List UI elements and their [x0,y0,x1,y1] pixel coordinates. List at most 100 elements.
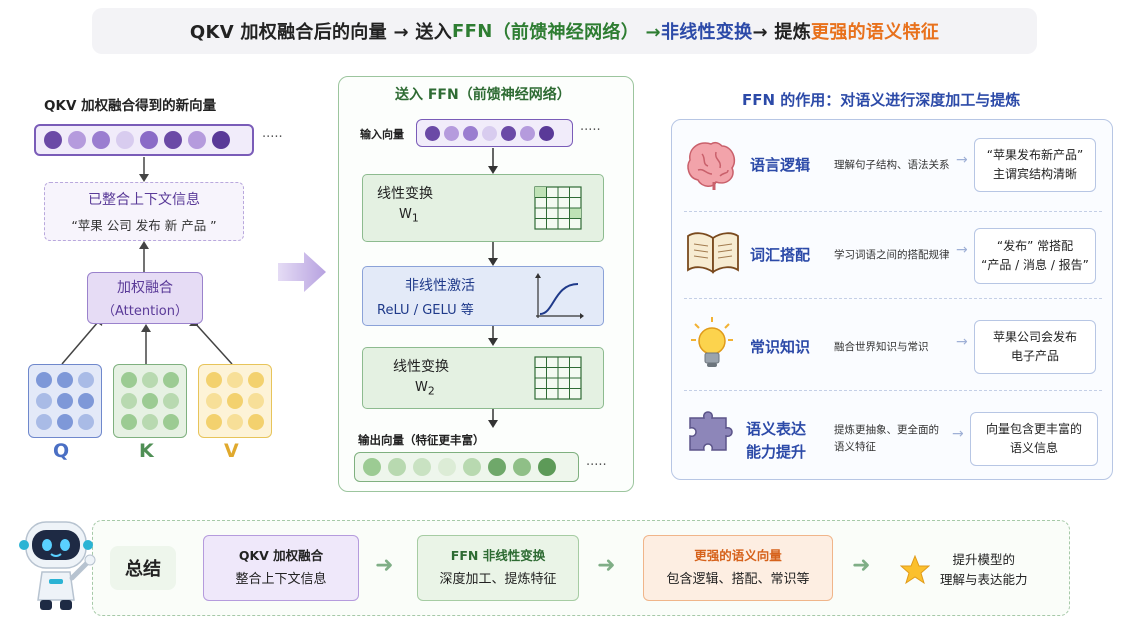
role-knowledge-title: 常识知识 [750,338,811,356]
summary-label: 总结 [110,546,176,590]
k-dot [163,393,179,409]
title-part1: QKV 加权融合后的向量 → 送入 [189,22,453,43]
weight-matrix-icon [534,356,582,400]
vector-dot [425,125,440,141]
v-matrix [198,364,272,438]
ffn-arrows [488,148,498,428]
q-dot [78,393,94,409]
vector-dot [463,458,481,476]
divider [684,390,1102,391]
summary-step-sub: 整合上下文信息 [235,571,327,587]
k-matrix [113,364,187,438]
attention-box: 加权融合 （Attention） [87,272,203,324]
linear2-title: 线性变换 [393,359,449,375]
example-line: “苹果发布新产品” [986,147,1084,162]
arrow-icon: ➜ [375,553,394,578]
role-expression-title: 语义表达 [746,420,807,438]
weight-matrix-icon [534,186,582,230]
ellipsis: ····· [262,130,283,145]
q-label: Q [53,440,70,462]
title-ffn: FFN [452,20,493,42]
example-line: 苹果公司会发布 [992,329,1077,344]
activation-sub: ReLU / GELU 等 [377,303,474,318]
vector-dot [363,458,381,476]
vector-dot [92,131,110,149]
input-vector [416,119,573,147]
ffn-title: 送入 FFN（前馈神经网络） [395,87,571,103]
ellipsis: ····· [580,123,601,138]
q-dot [36,393,52,409]
context-info-box: 已整合上下文信息 “苹果 公司 发布 新 产品 ” [44,182,244,241]
summary-step-qkv: QKV 加权融合 整合上下文信息 [203,535,359,601]
summary-step-sub: 包含逻辑、搭配、常识等 [666,571,810,587]
summary-step-semantic: 更强的语义向量 包含逻辑、搭配、常识等 [643,535,833,601]
role-logic-title: 语言逻辑 [750,156,811,174]
k-dot [163,372,179,388]
vector-dot [444,125,459,141]
v-dot [227,372,243,388]
v-dot [248,393,264,409]
q-dot [36,414,52,430]
vector-dot [140,131,158,149]
context-title: 已整合上下文信息 [88,192,200,208]
puzzle-icon [689,411,733,451]
k-dot [121,414,137,430]
context-example: “苹果 公司 发布 新 产品 ” [71,218,217,233]
k-label: K [139,440,154,462]
example-line: “产品 / 消息 / 报告” [981,258,1089,272]
divider [684,211,1102,212]
q-matrix [28,364,102,438]
robot-icon [19,521,96,610]
w1-subscript: 1 [411,211,419,225]
arrow-icon: ➜ [852,553,871,578]
v-dot [206,393,222,409]
role-knowledge-example: 苹果公司会发布 电子产品 [974,320,1096,374]
role-knowledge-desc: 融合世界知识与常识 [834,341,929,353]
arrow-icon: → [956,152,968,168]
k-dot [142,372,158,388]
role-vocab-title: 词汇搭配 [750,246,811,264]
q-dot [78,372,94,388]
v-dot [248,414,264,430]
vector-dot [188,131,206,149]
brain-icon [687,141,736,190]
w2-subscript: 2 [427,384,435,398]
k-dot [142,393,158,409]
k-dot [142,414,158,430]
role-vocab-example: “发布” 常搭配 “产品 / 消息 / 报告” [974,228,1096,284]
lightbulb-icon [691,317,733,367]
v-label: V [224,440,239,462]
role-vocab-desc: 学习词语之间的搭配规律 [834,249,950,261]
page-title: QKV 加权融合后的向量 → 送入 FFN（前馈神经网络） → 非线性变换 → … [92,8,1037,54]
vector-dot [388,458,406,476]
title-nonlinear: 非线性变换 [660,22,753,43]
summary-final: 提升模型的 理解与表达能力 [940,550,1028,590]
example-line: “发布” 常搭配 [996,238,1074,253]
v-dot [227,414,243,430]
role-logic-desc: 理解句子结构、语法关系 [834,159,950,171]
attention-title: 加权融合 [117,280,173,296]
role-expression-desc: 提炼更抽象、更全面的 [834,424,939,436]
w2-label: W [415,380,428,395]
v-dot [248,372,264,388]
vector-dot [68,131,86,149]
role-logic-example: “苹果发布新产品” 主谓宾结构清晰 [974,138,1096,192]
vector-dot [520,125,535,141]
vector-dot [488,458,506,476]
new-vector [34,124,254,156]
example-line: 向量包含更丰富的 [985,421,1082,436]
example-line: 主谓宾结构清晰 [992,167,1077,181]
arrow-icon: → [956,242,968,258]
star-icon [900,555,930,585]
vector-dot [539,125,554,141]
vector-dot [513,458,531,476]
role-expression-title: 能力提升 [746,443,807,462]
role-expression-example: 向量包含更丰富的 语义信息 [970,412,1098,466]
linear1-title: 线性变换 [377,186,433,202]
summary-final-line: 提升模型的 [952,552,1016,567]
roles-panel: 语言逻辑 理解句子结构、语法关系 → “苹果发布新产品” 主谓宾结构清晰 词汇搭… [671,119,1113,480]
activation-title: 非线性激活 [405,278,475,294]
summary-step-sub: 深度加工、提炼特征 [439,571,557,587]
new-vector-title: QKV 加权融合得到的新向量 [44,98,217,114]
